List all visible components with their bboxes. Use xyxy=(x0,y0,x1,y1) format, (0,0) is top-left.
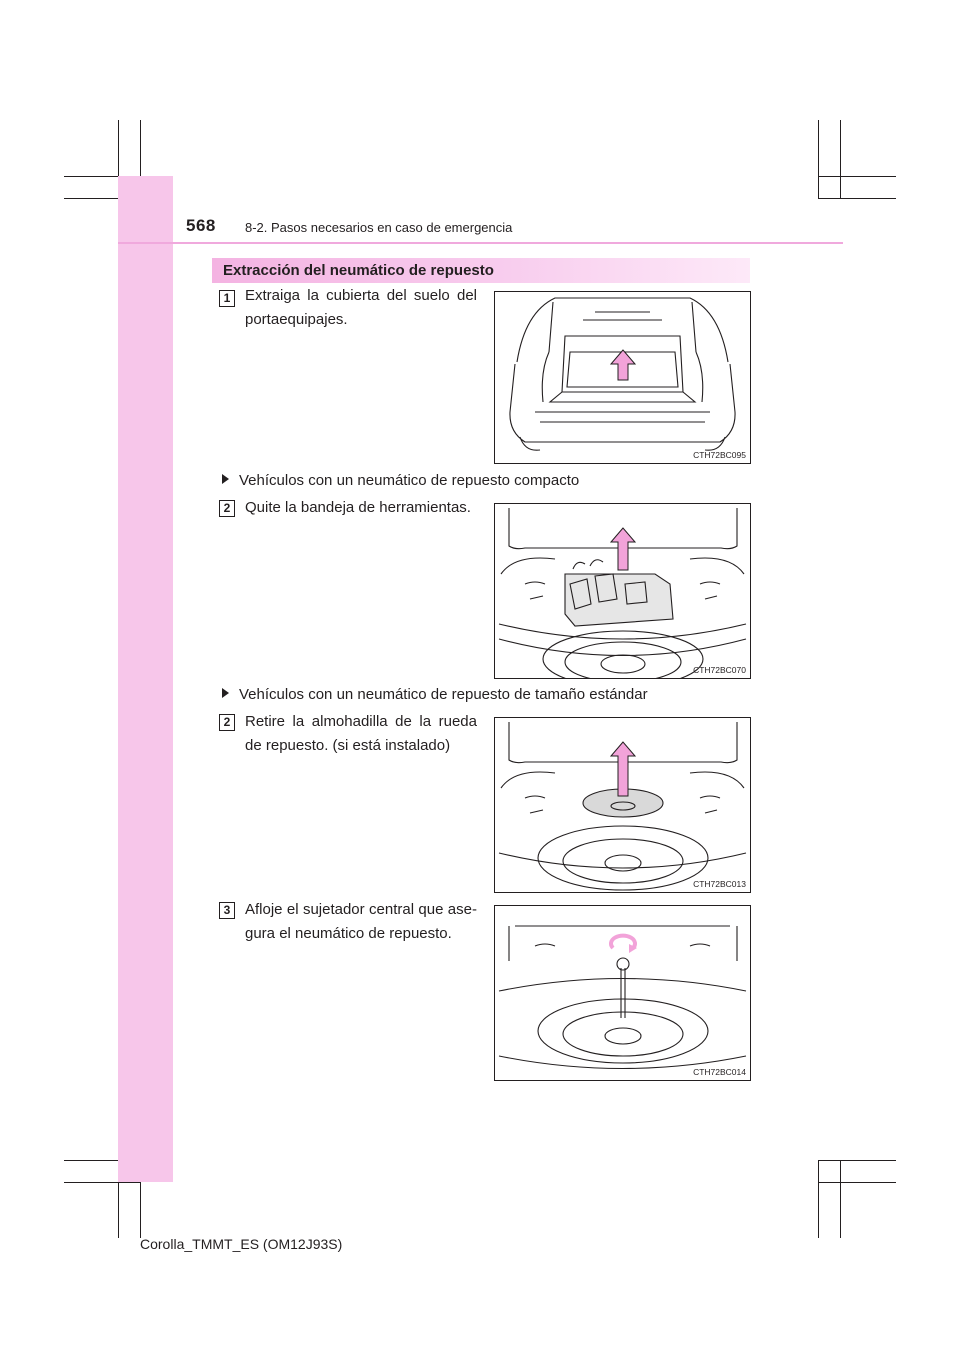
figure-loosen-center-fastener: CTH72BC014 xyxy=(494,905,751,1081)
spare-pad-illustration xyxy=(498,722,747,891)
page-number: 568 xyxy=(186,216,216,235)
footer-text: Corolla_TMMT_ES (OM12J93S) xyxy=(140,1236,343,1252)
step-text: Quite la bandeja de herramientas. xyxy=(245,499,471,516)
header-divider xyxy=(118,242,843,244)
condition-text: Vehículos con un neumático de repuesto c… xyxy=(239,472,580,489)
crop-mark xyxy=(818,1160,896,1161)
figure-remove-tool-tray: CTH72BC070 xyxy=(494,503,751,679)
section-title: Extracción del neumático de repuesto xyxy=(223,262,494,279)
crop-mark xyxy=(818,120,819,198)
figure-code: CTH72BC013 xyxy=(693,879,746,889)
chapter-heading: 8-2. Pasos necesarios en caso de emergen… xyxy=(245,220,513,235)
step-text: Afloje el sujetador central que ase-gura… xyxy=(245,901,477,942)
crop-mark xyxy=(818,198,896,199)
crop-mark xyxy=(818,1182,896,1183)
step-number: 2 xyxy=(219,714,235,731)
figure-code: CTH72BC095 xyxy=(693,450,746,460)
section-title-bar xyxy=(212,258,750,283)
trunk-open-illustration xyxy=(509,297,736,451)
condition-note: Vehículos con un neumático de repuesto d… xyxy=(222,686,648,703)
step-text: Extraiga la cubierta del suelo del porta… xyxy=(245,287,477,328)
crop-mark xyxy=(64,1160,140,1161)
step-text: Retire la almohadilla de la rueda de rep… xyxy=(245,713,477,754)
bullet-triangle-icon xyxy=(222,474,229,484)
bullet-triangle-icon xyxy=(222,688,229,698)
step-number: 2 xyxy=(219,500,235,517)
figure-code: CTH72BC014 xyxy=(693,1067,746,1077)
crop-mark xyxy=(818,176,896,177)
crop-mark xyxy=(818,1160,819,1238)
figure-code: CTH72BC070 xyxy=(693,665,746,675)
step-number: 1 xyxy=(219,290,235,307)
tool-tray-illustration xyxy=(498,508,747,678)
crop-mark xyxy=(118,120,119,198)
step-number: 3 xyxy=(219,902,235,919)
crop-mark xyxy=(840,1160,841,1238)
crop-mark xyxy=(64,1182,140,1183)
condition-note: Vehículos con un neumático de repuesto c… xyxy=(222,472,579,489)
crop-mark xyxy=(118,1160,119,1238)
crop-mark xyxy=(840,120,841,198)
side-tab-bar xyxy=(118,176,173,1182)
crop-mark xyxy=(140,1160,141,1238)
figure-remove-spare-pad: CTH72BC013 xyxy=(494,717,751,893)
crop-mark xyxy=(140,120,141,198)
crop-mark xyxy=(64,176,140,177)
condition-text: Vehículos con un neumático de repuesto d… xyxy=(239,686,648,703)
crop-mark xyxy=(64,198,140,199)
figure-remove-floor-cover: CTH72BC095 xyxy=(494,291,751,464)
center-fastener-illustration xyxy=(498,925,747,1070)
